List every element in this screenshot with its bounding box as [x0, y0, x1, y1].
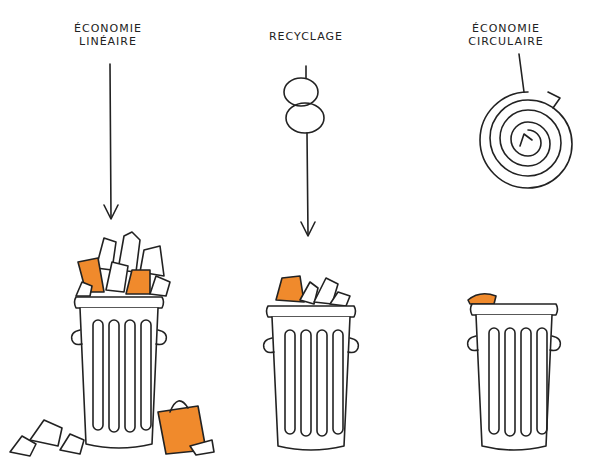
trash-can-recycling	[264, 276, 359, 450]
trash-can-linear	[10, 232, 214, 456]
recycling-arrow	[284, 66, 324, 236]
heading-label: ÉCONOMIE CIRCULAIRE	[458, 22, 554, 48]
trash-can-circular	[468, 294, 561, 450]
heading-label: ÉCONOMIE LINÉAIRE	[62, 22, 154, 48]
circular-spiral	[480, 54, 572, 188]
heading-label: RECYCLAGE	[258, 30, 354, 43]
linear-arrow	[104, 64, 118, 219]
